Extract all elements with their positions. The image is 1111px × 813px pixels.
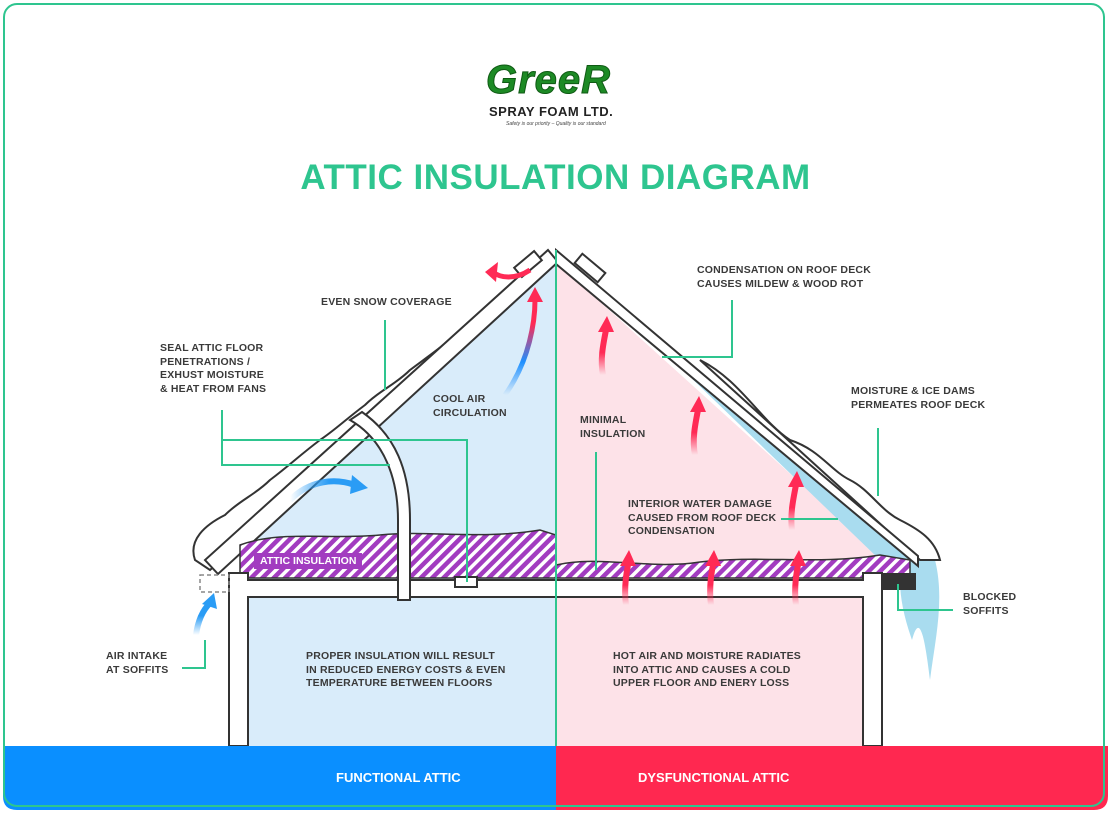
label-interior-water: INTERIOR WATER DAMAGE CAUSED FROM ROOF D… xyxy=(628,498,777,537)
label-moisture-ice: MOISTURE & ICE DAMS PERMEATES ROOF DECK xyxy=(851,385,986,411)
page-title: ATTIC INSULATION DIAGRAM xyxy=(300,158,811,197)
intake-flow-arrowhead xyxy=(350,475,368,494)
intake-flow-arrow xyxy=(287,478,356,503)
heat-loss-arrows xyxy=(598,316,806,606)
blocked-soffit xyxy=(882,573,916,590)
cool-air-arrow xyxy=(502,299,538,397)
label-seal-attic: SEAL ATTIC FLOOR PENETRATIONS / EXHUST M… xyxy=(160,342,267,395)
dysfunctional-attic-space xyxy=(556,262,880,746)
exhaust-duct xyxy=(348,410,411,601)
ridge-vent-left xyxy=(512,249,544,279)
attic-insulation-badge: ATTIC INSULATION xyxy=(254,553,363,569)
cool-air-arrowhead xyxy=(527,287,543,302)
dysfunctional-bar xyxy=(556,746,1108,810)
ridge-vent-right xyxy=(573,252,607,284)
dysfunctional-attic-label: DYSFUNCTIONAL ATTIC xyxy=(638,770,790,785)
open-soffit xyxy=(199,574,230,593)
logo-brand: GreeR xyxy=(485,58,612,103)
soffit-intake-arrowhead xyxy=(202,593,217,609)
label-hot-air: HOT AIR AND MOISTURE RADIATES INTO ATTIC… xyxy=(613,650,801,689)
functional-bar xyxy=(3,746,556,810)
leader-lines xyxy=(182,250,953,810)
label-condensation: CONDENSATION ON ROOF DECK CAUSES MILDEW … xyxy=(697,264,871,290)
page-border xyxy=(3,3,1105,807)
logo-company: SPRAY FOAM LTD. xyxy=(489,104,614,119)
label-even-snow: EVEN SNOW COVERAGE xyxy=(321,296,452,308)
label-blocked-soffits: BLOCKED SOFFITS xyxy=(963,591,1017,617)
label-minimal-insulation: MINIMAL INSULATION xyxy=(580,414,646,440)
functional-attic-label: FUNCTIONAL ATTIC xyxy=(336,770,461,785)
label-proper-insulation: PROPER INSULATION WILL RESULT IN REDUCED… xyxy=(306,650,506,689)
exhaust-arrowhead xyxy=(485,262,498,282)
logo-tagline: Safety is our priority – Quality is our … xyxy=(506,121,606,127)
label-air-intake: AIR INTAKE AT SOFFITS xyxy=(106,650,169,676)
snow-right xyxy=(699,359,942,561)
label-cool-air: COOL AIR CIRCULATION xyxy=(433,393,507,419)
